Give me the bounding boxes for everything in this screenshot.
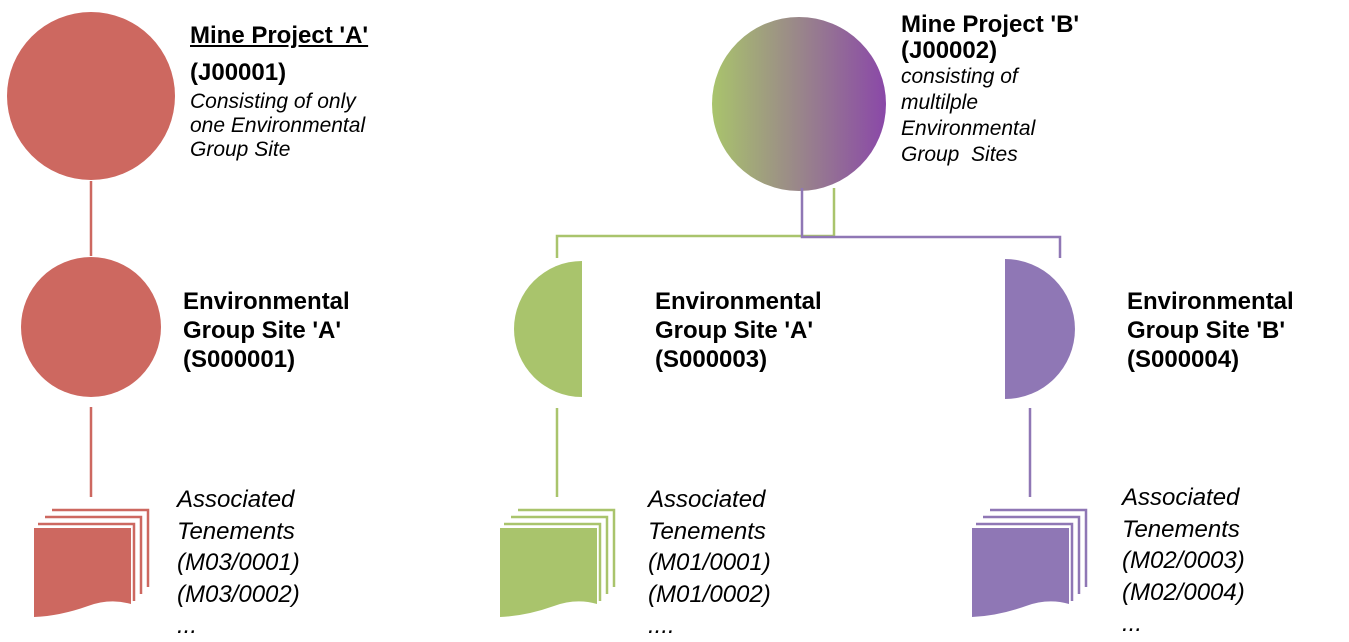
tenements-doc-icon-b-b xyxy=(972,508,1088,617)
connector-project-b-to-site-a xyxy=(555,188,836,258)
tenements-label-b-b: Associated Tenements (M02/0003) (M02/000… xyxy=(1122,484,1245,637)
project-a-description: Consisting of only one Environmental Gro… xyxy=(190,89,366,161)
site-a-label: Environmental Group Site 'A' (S000001) xyxy=(183,288,350,373)
project-b-title: Mine Project 'B' xyxy=(901,11,1080,38)
tenements-label-a: Associated Tenements (M03/0001) (M03/000… xyxy=(177,486,300,639)
project-b-circle xyxy=(712,17,886,191)
project-a-label: Mine Project 'A' (J00001) Consisting of … xyxy=(190,22,368,162)
project-a-circle xyxy=(7,12,175,180)
site-b-b-label: Environmental Group Site 'B' (S000004) xyxy=(1127,288,1294,373)
site-a-circle xyxy=(21,257,161,397)
project-b-label: Mine Project 'B' (J00002) consisting of … xyxy=(901,12,1079,168)
tenements-doc-icon-a xyxy=(34,508,150,617)
tenements-doc-icon-b-a xyxy=(500,508,616,617)
project-b-code: (J00002) xyxy=(901,37,998,64)
project-b-description: consisting of multilple Environmental Gr… xyxy=(901,65,1036,166)
project-a-title: Mine Project 'A' xyxy=(190,22,369,49)
connector-project-b-to-site-b xyxy=(800,188,1062,258)
site-b-a-label: Environmental Group Site 'A' (S000003) xyxy=(655,288,822,373)
project-a-code: (J00001) xyxy=(190,58,287,86)
site-b-b-half-circle xyxy=(1005,259,1075,399)
tenements-label-b-a: Associated Tenements (M01/0001) (M01/000… xyxy=(648,486,771,639)
site-b-a-half-circle xyxy=(514,261,582,397)
